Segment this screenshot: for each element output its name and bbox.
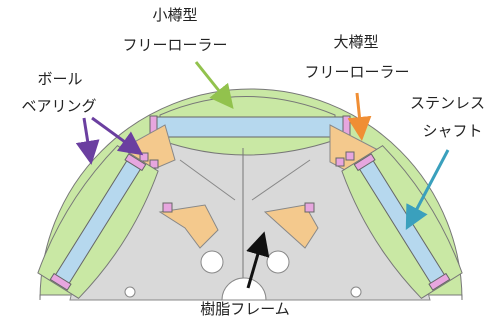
frame-hook-left xyxy=(158,204,219,249)
label-ball-bearing-2: ベアリング xyxy=(21,97,97,115)
label-large-roller-1: 大樽型 xyxy=(333,33,379,51)
frame-hub xyxy=(221,277,267,301)
frame-hook-right-bearing xyxy=(304,202,315,213)
frame-spoke-right xyxy=(251,159,311,201)
label-ball-bearing-1: ボール xyxy=(37,70,83,88)
arrow-ball-bearing-1 xyxy=(75,117,100,165)
frame-hook-left-bearing xyxy=(162,202,173,213)
frame-hole-bottom-right xyxy=(350,286,362,298)
frame-hole-right xyxy=(266,250,290,274)
frame-hole-bottom-left xyxy=(124,286,136,298)
frame-spoke-left xyxy=(179,159,236,201)
arrow-frame xyxy=(246,231,270,289)
arrow-large-roller xyxy=(347,92,372,141)
shaft-top xyxy=(149,116,351,138)
bearing-right-small-2 xyxy=(345,151,355,161)
arrow-small-roller xyxy=(194,61,234,110)
label-small-roller-2: フリーローラー xyxy=(122,36,228,54)
label-large-roller-2: フリーローラー xyxy=(304,63,410,81)
arrow-shaft xyxy=(405,149,450,230)
frame-hole-left xyxy=(200,250,224,274)
frame-hook-right xyxy=(263,204,319,249)
label-shaft-1: ステンレス xyxy=(409,94,485,112)
bearing-left-small xyxy=(139,152,149,162)
label-shaft-2: シャフト xyxy=(422,122,483,140)
label-small-roller-1: 小樽型 xyxy=(152,6,198,24)
arrow-ball-bearing-2 xyxy=(91,116,144,156)
bearing-right-small xyxy=(335,157,345,167)
label-frame: 樹脂フレーム xyxy=(200,300,290,318)
large-roller-left xyxy=(37,145,159,299)
